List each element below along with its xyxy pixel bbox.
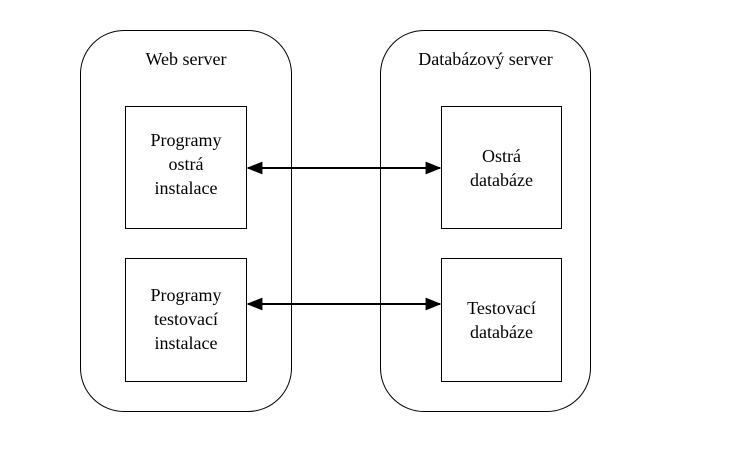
production-database-label: Ostrá databáze bbox=[470, 145, 533, 190]
web-server-title: Web server bbox=[145, 49, 227, 69]
production-programs-box: Programy ostrá instalace bbox=[125, 106, 247, 229]
test-programs-label: Programy testovací instalace bbox=[150, 285, 222, 353]
database-server-title: Databázový server bbox=[418, 49, 553, 69]
test-database-box: Testovací databáze bbox=[441, 258, 562, 382]
production-programs-label: Programy ostrá instalace bbox=[150, 129, 222, 198]
test-database-label: Testovací databáze bbox=[467, 298, 536, 342]
production-database-box: Ostrá databáze bbox=[441, 106, 562, 229]
test-programs-box: Programy testovací instalace bbox=[125, 258, 247, 382]
